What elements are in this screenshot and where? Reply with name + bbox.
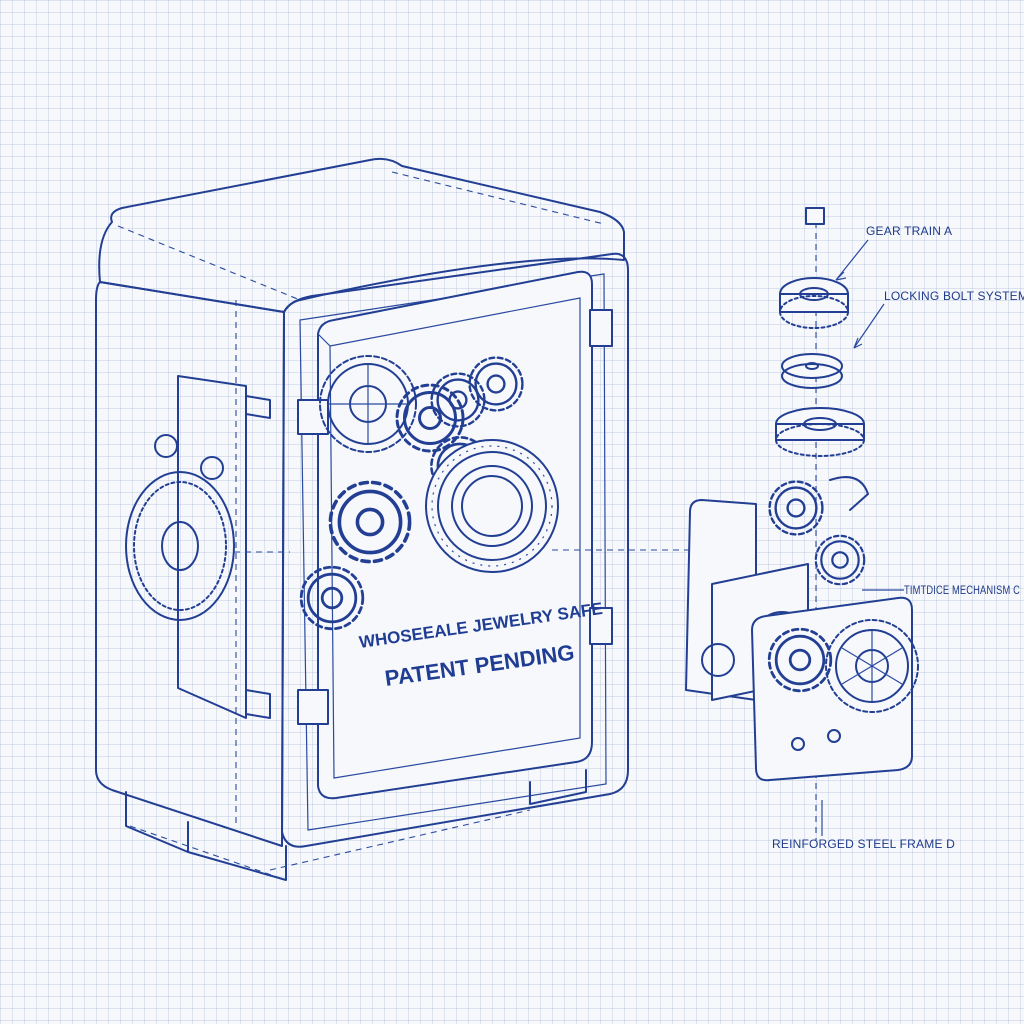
- callout-gear-train: GEAR TRAIN A: [866, 224, 952, 238]
- exploded-mechanism: [552, 207, 919, 840]
- safe-body: [95, 157, 629, 881]
- callout-timing-mechanism: TIMTDICE MECHANISM C: [904, 583, 1020, 597]
- callout-leaders: [821, 239, 904, 836]
- side-bolt-assembly: [125, 375, 290, 719]
- timing-gear: [825, 619, 919, 713]
- callout-locking-bolt: LOCKING BOLT SYSTEM B: [884, 289, 1024, 303]
- door-gear-cluster: [299, 355, 559, 631]
- combination-dial: [425, 439, 559, 573]
- side-wheel: [125, 471, 235, 621]
- callout-steel-frame: REINFORGED STEEL FRAME D: [772, 837, 955, 851]
